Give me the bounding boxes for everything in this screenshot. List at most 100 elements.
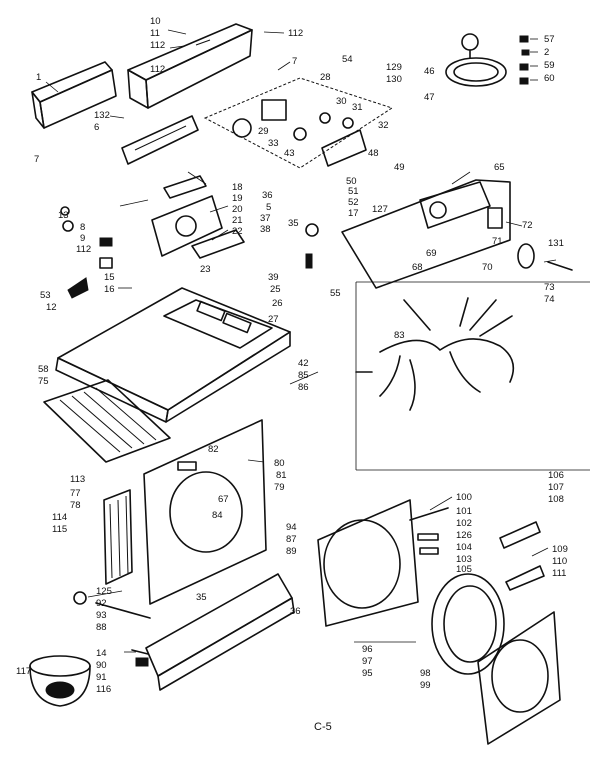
callout-label: 47: [424, 92, 435, 103]
callout-label: 112: [288, 28, 303, 39]
callout-label: 36: [290, 606, 301, 617]
callout-label: 60: [544, 73, 555, 84]
callout-label: 16: [104, 284, 115, 295]
callout-label: 37: [260, 213, 271, 224]
callout-label: 2: [544, 47, 549, 58]
callout-label: 110: [552, 556, 567, 567]
callout-label: 96: [362, 644, 373, 655]
callout-label: 127: [372, 204, 388, 215]
callout-label: 52: [348, 197, 359, 208]
callout-label: 70: [482, 262, 493, 273]
callout-label: 88: [96, 622, 107, 633]
callout-label: 116: [96, 684, 111, 695]
callout-label: 9: [80, 233, 85, 244]
callout-label: 75: [38, 376, 49, 387]
callout-label: 69: [426, 248, 437, 259]
callout-label: 48: [368, 148, 379, 159]
hinge-hardware-part: [409, 507, 449, 555]
callout-label: 5: [266, 202, 271, 213]
callout-label: 115: [52, 524, 67, 535]
callout-label: 105: [456, 564, 472, 575]
door-ring-part: [431, 573, 505, 675]
callout-label: 65: [494, 162, 505, 173]
side-panel-part: [103, 489, 133, 585]
callout-label: 35: [196, 592, 207, 603]
callout-label: 85: [298, 370, 309, 381]
callout-label: 90: [96, 660, 107, 671]
callout-label: 111: [552, 568, 566, 579]
callout-label: 91: [96, 672, 107, 683]
callout-label: 131: [548, 238, 564, 249]
callout-label: 114: [52, 512, 67, 523]
callout-label: 8: [80, 222, 85, 233]
callout-label: 49: [394, 162, 405, 173]
callout-label: 55: [330, 288, 341, 299]
callout-label: 117: [16, 666, 31, 677]
callout-label: 125: [96, 586, 112, 597]
misc-hardware-part: [73, 223, 319, 667]
callout-label: 95: [362, 668, 373, 679]
callout-label: 82: [208, 444, 219, 455]
callout-label: 53: [40, 290, 51, 301]
callout-label: 42: [298, 358, 309, 369]
callout-label: 107: [548, 482, 564, 493]
callout-label: 59: [544, 60, 555, 71]
harness-callout-frame: [355, 281, 590, 471]
toe-panel-part: [145, 573, 295, 691]
timer-dial-assembly-part: [151, 175, 245, 259]
door-hinge-bracket-part: [499, 521, 545, 591]
callout-label: 129: [386, 62, 402, 73]
callout-label: 130: [386, 74, 402, 85]
callout-label: 77: [70, 488, 81, 499]
callout-label: 27: [268, 314, 279, 325]
callout-label: 103: [456, 554, 472, 565]
callout-label: 84: [212, 510, 223, 521]
control-box-dashed-part: [203, 77, 394, 169]
callout-label: 25: [270, 284, 281, 295]
callout-label: 30: [336, 96, 347, 107]
callout-label: 50: [346, 176, 357, 187]
callout-label: 7: [34, 154, 39, 165]
callout-label: 72: [522, 220, 533, 231]
callout-label: 13: [58, 210, 69, 221]
latch-hardware-part: [60, 206, 113, 269]
front-grille-part: [43, 379, 171, 463]
callout-label: 6: [94, 122, 99, 133]
control-console-panel-part: [341, 179, 511, 289]
callout-label: 46: [424, 66, 435, 77]
door-boot-ring-part: [517, 243, 573, 271]
callout-label: 68: [412, 262, 423, 273]
callout-label: 14: [96, 648, 107, 659]
callout-label: 132: [94, 110, 110, 121]
callout-label: 71: [492, 236, 503, 247]
callout-label: 22: [232, 226, 243, 237]
callout-label: 67: [218, 494, 229, 505]
page-label: C-5: [314, 721, 332, 733]
callout-label: 31: [352, 102, 363, 113]
callout-label: 51: [348, 186, 359, 197]
callout-label: 108: [548, 494, 564, 505]
callout-label: 86: [298, 382, 309, 393]
callout-label: 20: [232, 204, 243, 215]
callout-label: 23: [200, 264, 211, 275]
callout-label: 104: [456, 542, 472, 553]
callout-label: 74: [544, 294, 555, 305]
control-panel-overlay-part: [121, 115, 199, 165]
cabinet-top-part: [55, 287, 291, 423]
callout-label: 11: [150, 28, 160, 39]
callout-label: 15: [104, 272, 115, 283]
callout-label: 92: [96, 598, 107, 609]
callout-label: 78: [70, 500, 81, 511]
callout-label: 83: [394, 330, 405, 341]
cabinet-front-part: [143, 419, 267, 605]
callout-label: 100: [456, 492, 472, 503]
callout-label: 19: [232, 193, 243, 204]
callout-label: 54: [342, 54, 353, 65]
front-frame-part: [317, 499, 419, 627]
callout-label: 32: [378, 120, 389, 131]
leader-lines: [45, 29, 557, 653]
callout-label: 101: [456, 506, 472, 517]
callout-label: 21: [232, 215, 243, 226]
callout-label: 33: [268, 138, 279, 149]
